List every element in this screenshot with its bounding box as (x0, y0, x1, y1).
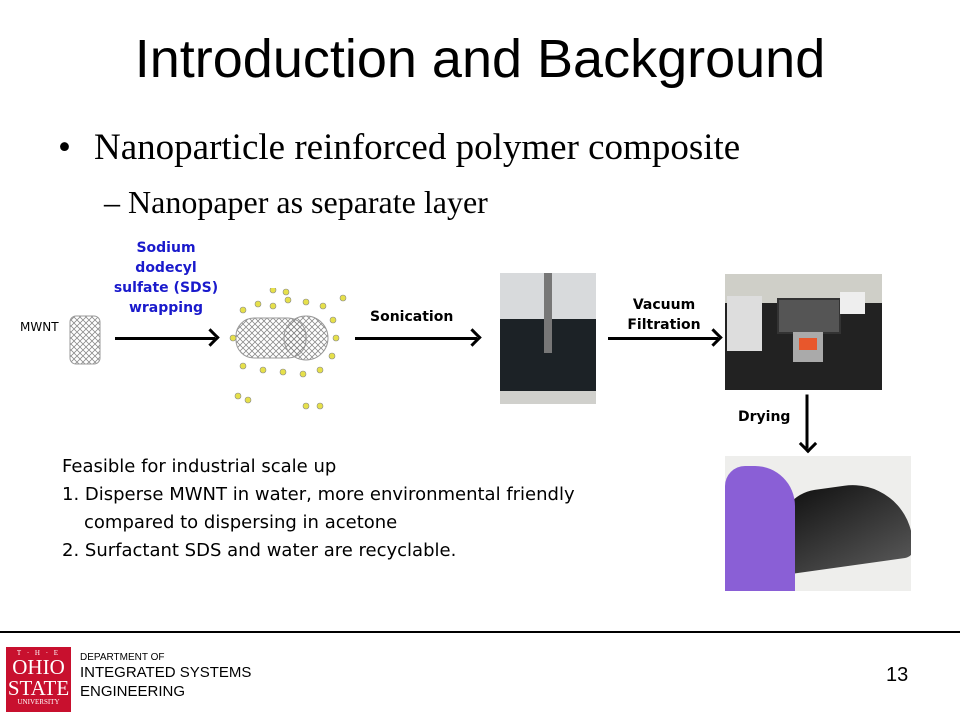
note-line: 2. Surfactant SDS and water are recyclab… (62, 540, 457, 561)
sds-line: dodecyl (135, 260, 197, 276)
bullet-item: • Nanoparticle reinforced polymer composi… (58, 126, 740, 169)
arrow-filtration (608, 337, 718, 340)
filtration-photo (725, 274, 882, 390)
arrow-sonication (355, 337, 477, 340)
sub-bullet-item: – Nanopaper as separate layer (104, 184, 488, 220)
mwnt-label: MWNT (20, 320, 59, 334)
bullet-text: Nanoparticle reinforced polymer composit… (94, 127, 741, 168)
footer-divider (0, 631, 960, 633)
filter-canister (793, 332, 823, 362)
sds-line: sulfate (SDS) (113, 280, 219, 296)
dept-small: DEPARTMENT OF (80, 652, 165, 663)
department-name: DEPARTMENT OF INTEGRATED SYSTEMS ENGINEE… (80, 652, 251, 701)
page-number: 13 (886, 664, 909, 686)
sonicator-probe (544, 273, 552, 353)
sds-line: Sodium (136, 240, 196, 256)
slide-title: Introduction and Background (134, 29, 826, 89)
pump (840, 292, 865, 314)
note-line: compared to dispersing in acetone (84, 512, 398, 533)
vacuum-line: Filtration (627, 317, 701, 333)
filter-frame (777, 298, 841, 334)
sonication-label: Sonication (370, 309, 454, 325)
sds-wrapping-label: Sodium dodecyl sulfate (SDS) wrapping (108, 238, 224, 318)
dept-line: ENGINEERING (80, 683, 186, 700)
nanopaper-photo (725, 456, 911, 591)
drying-label: Drying (738, 409, 791, 425)
vacuum-line: Vacuum (632, 297, 696, 313)
note-line: Feasible for industrial scale up (62, 456, 337, 477)
equipment (727, 296, 762, 351)
nanopaper-sheet (775, 477, 911, 575)
beaker-photo (500, 273, 596, 404)
arrow-drying (805, 394, 809, 449)
sub-bullet-text: Nanopaper as separate layer (128, 184, 488, 220)
gloved-hand (725, 466, 795, 591)
dept-line: INTEGRATED SYSTEMS (80, 664, 252, 681)
notes-text: Feasible for industrial scale up 1. Disp… (62, 453, 575, 565)
arrow-sds (115, 337, 215, 340)
note-line: 1. Disperse MWNT in water, more environm… (62, 484, 575, 505)
wrapped-nanotube-icon (229, 288, 347, 410)
bullet-dot: • (58, 127, 71, 168)
nanotube-icon (69, 315, 101, 365)
sds-line: wrapping (128, 300, 204, 316)
